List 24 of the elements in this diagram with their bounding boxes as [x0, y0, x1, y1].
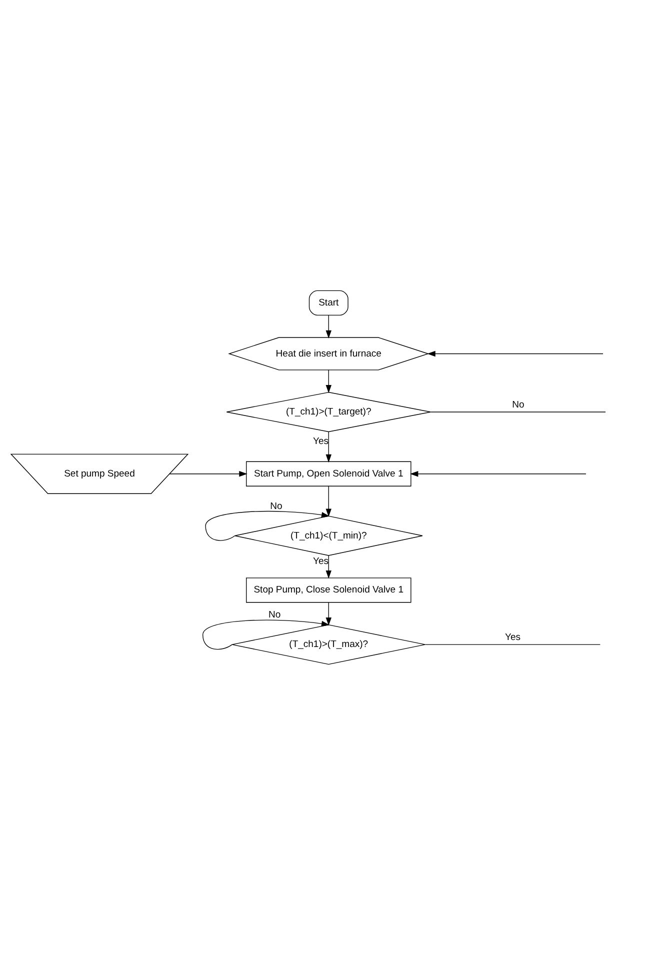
- arrow: [326, 315, 332, 339]
- arrow: [326, 432, 332, 463]
- edge-label: Yes: [313, 436, 329, 448]
- connector: [424, 644, 601, 645]
- edge-label: No: [270, 500, 282, 512]
- node-diamond: (T_ch1)>(T_target)?: [226, 392, 431, 432]
- arrow: [205, 510, 330, 541]
- edge-label: Yes: [504, 632, 520, 643]
- node-box: Stop Pump, Close Solenoid Valve 1: [246, 578, 412, 603]
- node-box: Start Pump, Open Solenoid Valve 1: [246, 461, 412, 486]
- arrow: [202, 620, 330, 650]
- arrow: [326, 370, 332, 394]
- arrow: [410, 471, 586, 477]
- edge-label: No: [512, 399, 524, 410]
- arrow: [326, 486, 332, 517]
- edge-label: Yes: [313, 556, 329, 567]
- edge-label: No: [268, 610, 281, 621]
- arrow: [169, 471, 248, 477]
- arrow: [326, 602, 332, 626]
- node-diamond: (T_ch1)>(T_max)?: [232, 624, 426, 665]
- arrow: [326, 555, 332, 579]
- node-diamond: (T_ch1)<(T_min)?: [234, 516, 423, 556]
- arrow: [427, 350, 604, 357]
- node-box: Start: [308, 290, 348, 316]
